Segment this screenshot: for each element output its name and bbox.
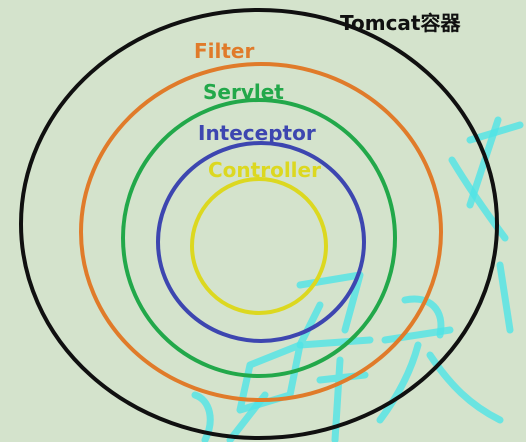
filter-label: Filter: [194, 39, 254, 63]
controller-ring: [190, 177, 328, 315]
servlet-label: Servlet: [203, 80, 284, 104]
interceptor-label: Inteceptor: [198, 121, 316, 145]
watermark-stroke: [191, 391, 214, 442]
watermark-stroke: [466, 116, 502, 209]
filter-ring: [79, 62, 443, 402]
servlet-ring: [121, 98, 397, 378]
tomcat-label: Tomcat容器: [340, 11, 461, 35]
watermark-stroke: [448, 156, 509, 242]
watermark-stroke: [236, 341, 304, 414]
watermark-stroke: [376, 341, 422, 424]
tomcat-container-ring: [19, 8, 499, 440]
watermark-stroke: [496, 261, 514, 334]
watermark-stroke: [426, 351, 504, 424]
watermark-stroke: [381, 326, 454, 344]
controller-label: Controller: [208, 158, 321, 182]
watermark-stroke: [226, 391, 269, 442]
interceptor-ring: [156, 141, 366, 343]
